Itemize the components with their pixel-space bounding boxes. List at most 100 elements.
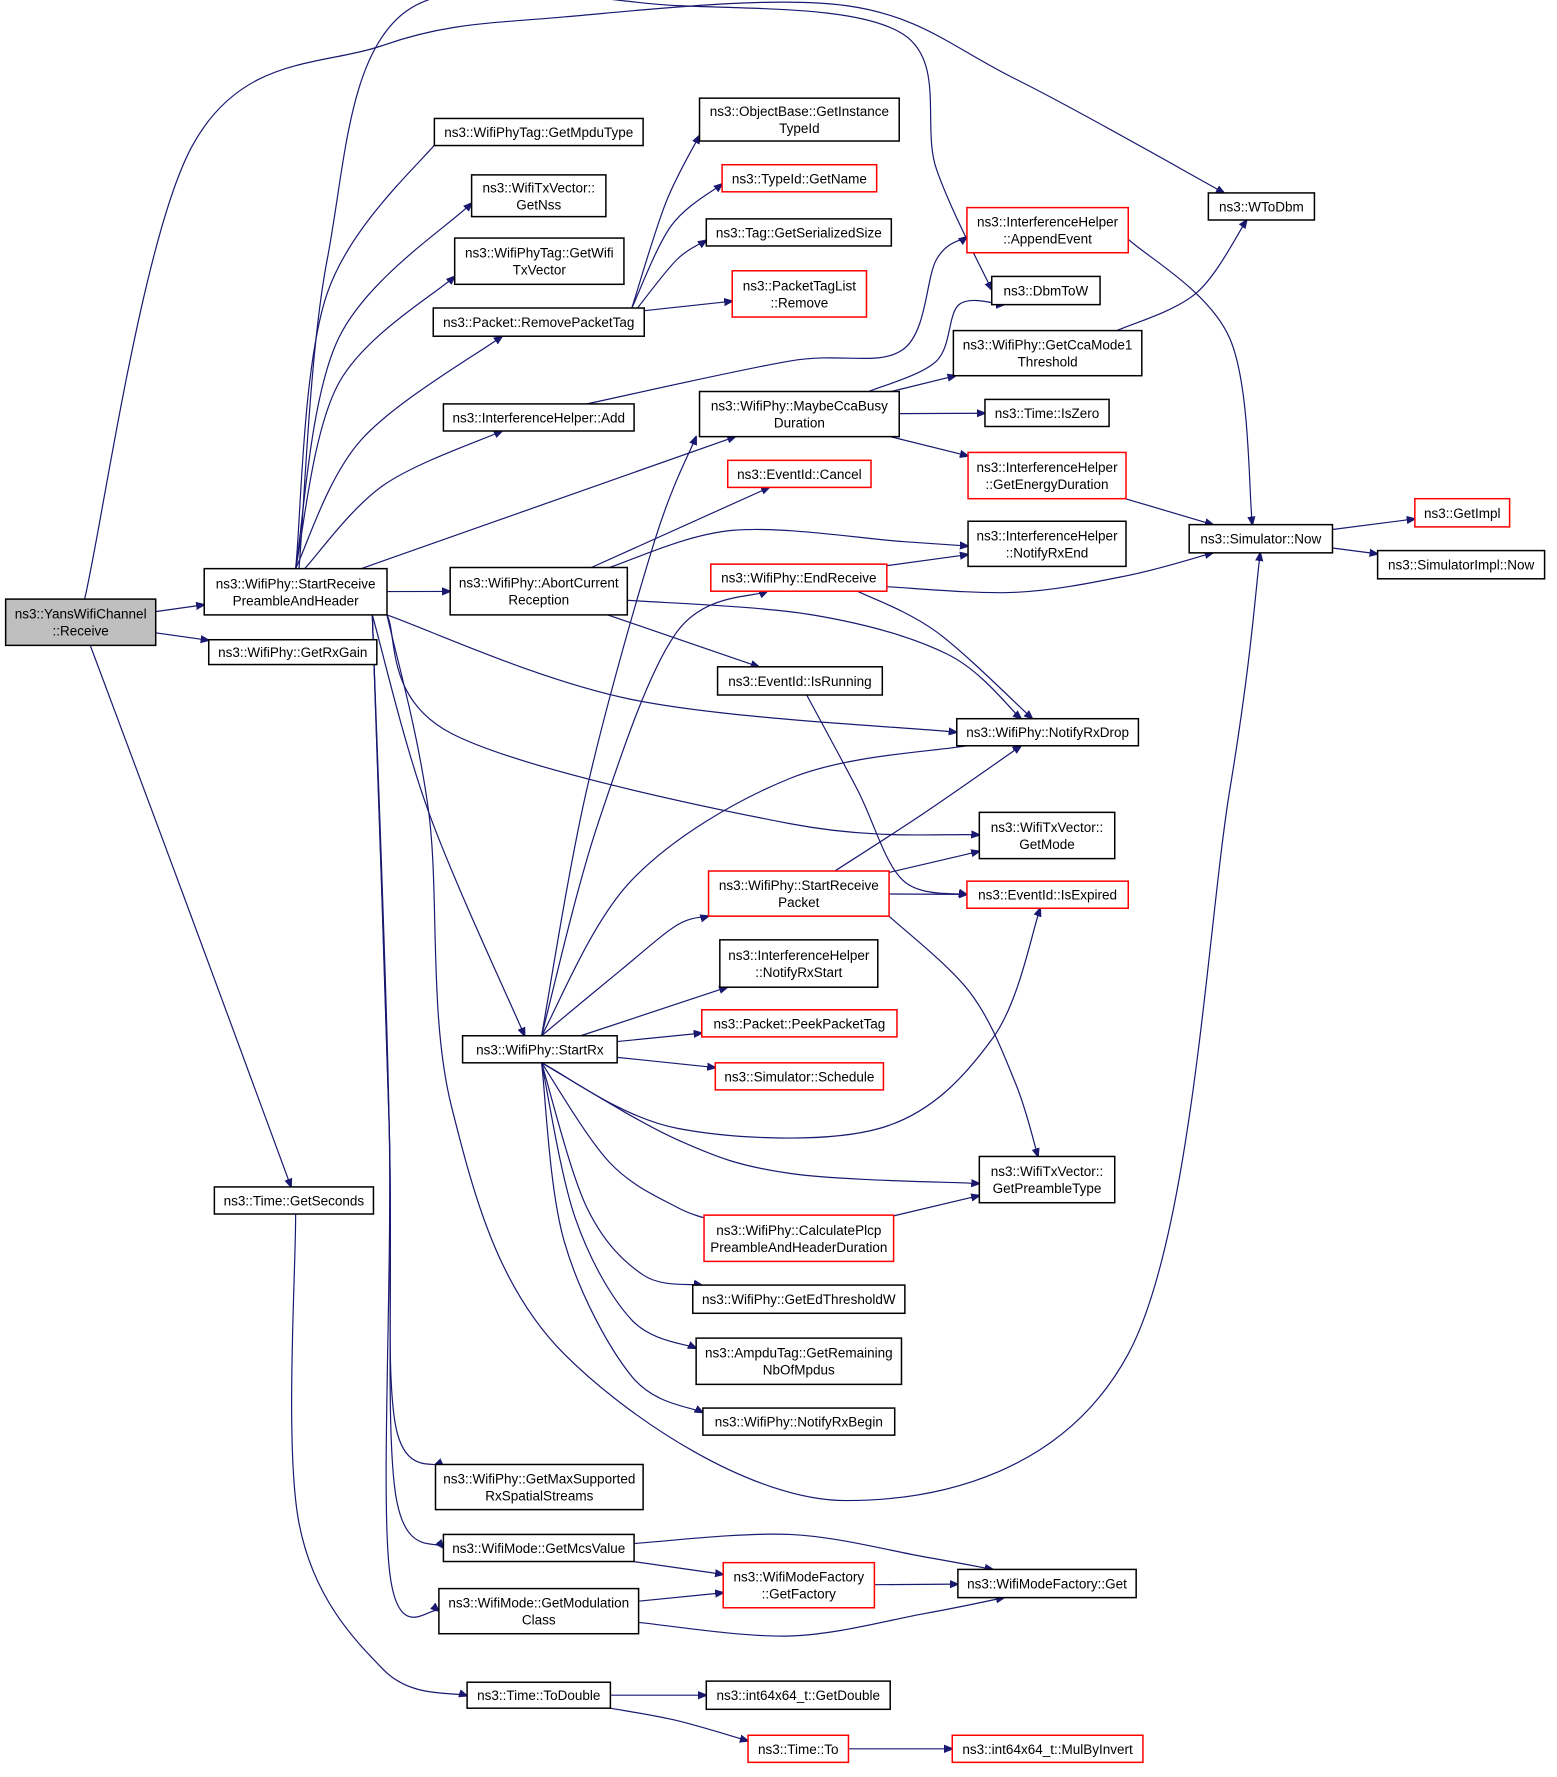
node-getimpl[interactable]: ns3::GetImpl [1414,497,1511,528]
node-sim_now[interactable]: ns3::Simulator::Now [1188,523,1334,554]
node-dbmtow[interactable]: ns3::DbmToW [990,275,1101,306]
node-label: ns3::Tag::GetSerializedSize [716,225,882,240]
node-todouble[interactable]: ns3::Time::ToDouble [466,1681,612,1709]
node-wmf_get[interactable]: ns3::WifiModeFactory::Get [957,1568,1137,1599]
node-startrx[interactable]: ns3::WifiPhy::StartRx [461,1034,618,1064]
node-label: ::NotifyRxStart [755,965,842,980]
node-label: ns3::ObjectBase::GetInstance [710,104,889,119]
node-removepackettag[interactable]: ns3::Packet::RemovePacketTag [432,307,645,337]
node-label: ns3::WifiPhy::EndReceive [721,571,876,586]
edge-ih_appendevent-to-sim_now [1127,238,1252,524]
node-layer: ns3::YansWifiChannel::Receivens3::WifiPh… [4,97,1546,1764]
edge-startreceive_ph-to-getnss [295,203,472,569]
node-mulbyinvert[interactable]: ns3::int64x64_t::MulByInvert [951,1734,1144,1764]
node-time_iszero[interactable]: ns3::Time::IsZero [984,398,1110,428]
node-startreceive_ph[interactable]: ns3::WifiPhy::StartReceivePreambleAndHea… [203,567,388,616]
node-getmpdutype[interactable]: ns3::WifiPhyTag::GetMpduType [433,117,644,147]
node-label: ns3::InterferenceHelper [976,528,1118,543]
node-box [433,117,644,147]
node-getedthreshold[interactable]: ns3::WifiPhy::GetEdThresholdW [692,1284,906,1315]
node-box [701,1009,898,1038]
node-label: ns3::WifiTxVector:: [991,820,1104,835]
edge-startrx-to-calcplcp [541,1062,720,1222]
node-notifyrxbegin[interactable]: ns3::WifiPhy::NotifyRxBegin [702,1407,896,1436]
node-getpreambletype[interactable]: ns3::WifiTxVector::GetPreambleType [978,1155,1116,1204]
node-isexpired[interactable]: ns3::EventId::IsExpired [966,880,1130,910]
edge-maybeccabusy-to-dbmtow [868,299,1004,393]
node-label: GetMode [1019,837,1075,852]
node-label: ns3::int64x64_t::GetDouble [716,1688,880,1703]
node-label: ::AppendEvent [1003,232,1092,247]
edge-todouble-to-time_to [610,1707,748,1741]
node-box [442,1533,635,1563]
node-wtodbm[interactable]: ns3::WToDbm [1207,192,1316,221]
node-label: ns3::AmpduTag::GetRemaining [705,1346,893,1361]
node-ih_getenergyduration[interactable]: ns3::InterferenceHelper::GetEnergyDurati… [967,451,1127,500]
node-box [461,1034,618,1064]
node-root[interactable]: ns3::YansWifiChannel::Receive [4,598,157,647]
node-label: TxVector [513,263,567,278]
node-eventid_cancel[interactable]: ns3::EventId::Cancel [726,459,872,489]
node-box [1376,549,1546,580]
node-box [442,403,635,432]
node-box [1414,497,1511,528]
node-time_to[interactable]: ns3::Time::To [747,1734,850,1764]
node-box [207,638,378,666]
node-box [957,1568,1137,1599]
node-box [705,218,893,247]
node-ih_add[interactable]: ns3::InterferenceHelper::Add [442,403,635,432]
edge-startreceivepacket-to-notifyrxdrop [834,746,1021,872]
node-ih_appendevent[interactable]: ns3::InterferenceHelper::AppendEvent [966,206,1130,254]
node-calcplcp[interactable]: ns3::WifiPhy::CalculatePlcpPreambleAndHe… [703,1214,895,1263]
node-sim_schedule[interactable]: ns3::Simulator::Schedule [714,1062,885,1091]
edge-startrx-to-startreceivepacket [541,916,709,1037]
node-getnss[interactable]: ns3::WifiTxVector::GetNss [470,174,607,218]
node-endreceive[interactable]: ns3::WifiPhy::EndReceive [710,563,888,592]
node-label: TypeId [779,121,820,136]
node-box [978,1155,1116,1204]
node-peekpackettag[interactable]: ns3::Packet::PeekPacketTag [701,1009,898,1038]
node-label: ns3::WifiPhyTag::GetWifi [465,246,614,261]
node-getfactory[interactable]: ns3::WifiModeFactory::GetFactory [722,1561,876,1609]
node-typeid_getname[interactable]: ns3::TypeId::GetName [721,163,878,193]
node-txv_getmode[interactable]: ns3::WifiTxVector::GetMode [978,811,1116,860]
node-int64_getdouble[interactable]: ns3::int64x64_t::GetDouble [705,1680,891,1711]
node-notifyrxdrop[interactable]: ns3::WifiPhy::NotifyRxDrop [956,717,1140,747]
node-simimpl_now[interactable]: ns3::SimulatorImpl::Now [1376,549,1546,580]
edge-removepackettag-to-typeid_getname [631,184,722,309]
node-getmcsvalue[interactable]: ns3::WifiMode::GetMcsValue [442,1533,635,1563]
node-label: ns3::Packet::PeekPacketTag [713,1016,885,1031]
node-label: ns3::Time::ToDouble [477,1688,600,1703]
node-label: ::GetFactory [762,1587,837,1602]
node-box [990,275,1101,306]
node-box [978,811,1116,860]
node-getmaxsupported[interactable]: ns3::WifiPhy::GetMaxSupportedRxSpatialSt… [434,1463,644,1511]
node-box [731,270,868,318]
node-getseconds[interactable]: ns3::Time::GetSeconds [213,1186,375,1215]
node-ih_notifyrxend[interactable]: ns3::InterferenceHelper::NotifyRxEnd [967,520,1127,568]
node-ih_notifyrxstart[interactable]: ns3::InterferenceHelper::NotifyRxStart [719,939,879,988]
edge-startrx-to-peekpackettag [617,1033,702,1043]
node-getserializedsize[interactable]: ns3::Tag::GetSerializedSize [705,218,893,247]
node-box [710,563,888,592]
node-box [1188,523,1334,554]
edge-startreceive_ph-to-getmpdutype [295,132,446,569]
node-isrunning[interactable]: ns3::EventId::IsRunning [716,666,884,696]
edge-root-to-getrxgain [155,632,209,640]
edge-ih_getenergyduration-to-sim_now [1125,498,1213,525]
node-ptl_remove[interactable]: ns3::PacketTagList::Remove [731,270,868,318]
edge-removepackettag-to-getinstancetypeid [631,135,700,309]
node-box [453,237,625,286]
node-getrxgain[interactable]: ns3::WifiPhy::GetRxGain [207,638,378,666]
edge-getfactory-to-wmf_get [874,1584,957,1585]
edge-startreceive_ph-to-getmodclass [371,614,439,1618]
edge-abortcurrent-to-ih_notifyrxend [609,528,968,569]
